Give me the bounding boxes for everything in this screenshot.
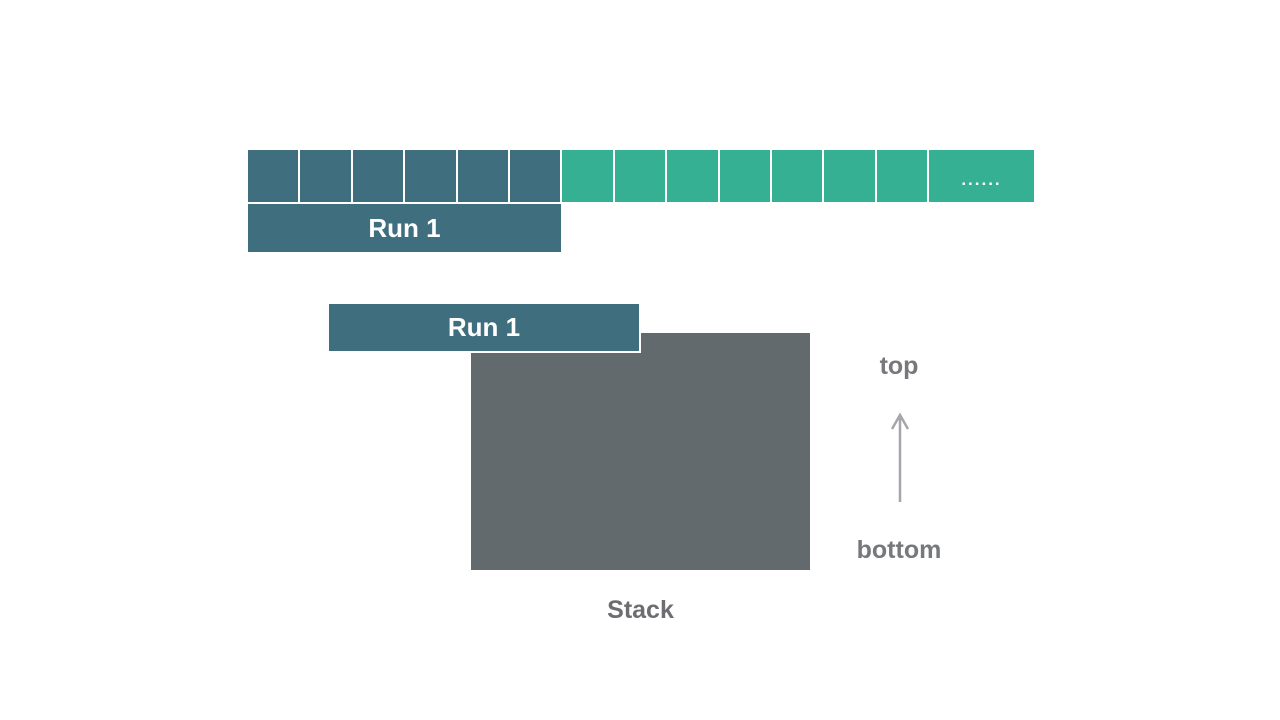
array-cell-run (352, 150, 404, 202)
array-cell-rest (771, 150, 823, 202)
array-cell-rest (824, 150, 875, 202)
array-cell-rest (562, 150, 613, 202)
stack-bottom-label: bottom (856, 536, 942, 564)
run1-stacked-label: Run 1 (447, 312, 521, 342)
array-cell-run (457, 150, 508, 202)
up-arrow-icon (890, 412, 910, 502)
stack-rect (471, 333, 810, 570)
stack-top-label: top (879, 352, 919, 380)
array-cell-rest (719, 150, 770, 202)
run1-stacked-bar: Run 1 (327, 302, 641, 353)
run1-label: Run 1 (368, 212, 441, 243)
run1-label-bar: Run 1 (248, 204, 561, 252)
array-cell-run (248, 150, 299, 202)
array-cell-rest (876, 150, 928, 202)
array-cell-run (405, 150, 456, 202)
array-cell-rest (667, 150, 718, 202)
array-cell-run (509, 150, 561, 202)
array-cell-run (300, 150, 351, 202)
array-strip: ...... (248, 150, 1034, 202)
stack-caption: Stack (607, 596, 674, 624)
array-overflow-cell: ...... (929, 150, 1034, 202)
array-cell-rest (614, 150, 666, 202)
